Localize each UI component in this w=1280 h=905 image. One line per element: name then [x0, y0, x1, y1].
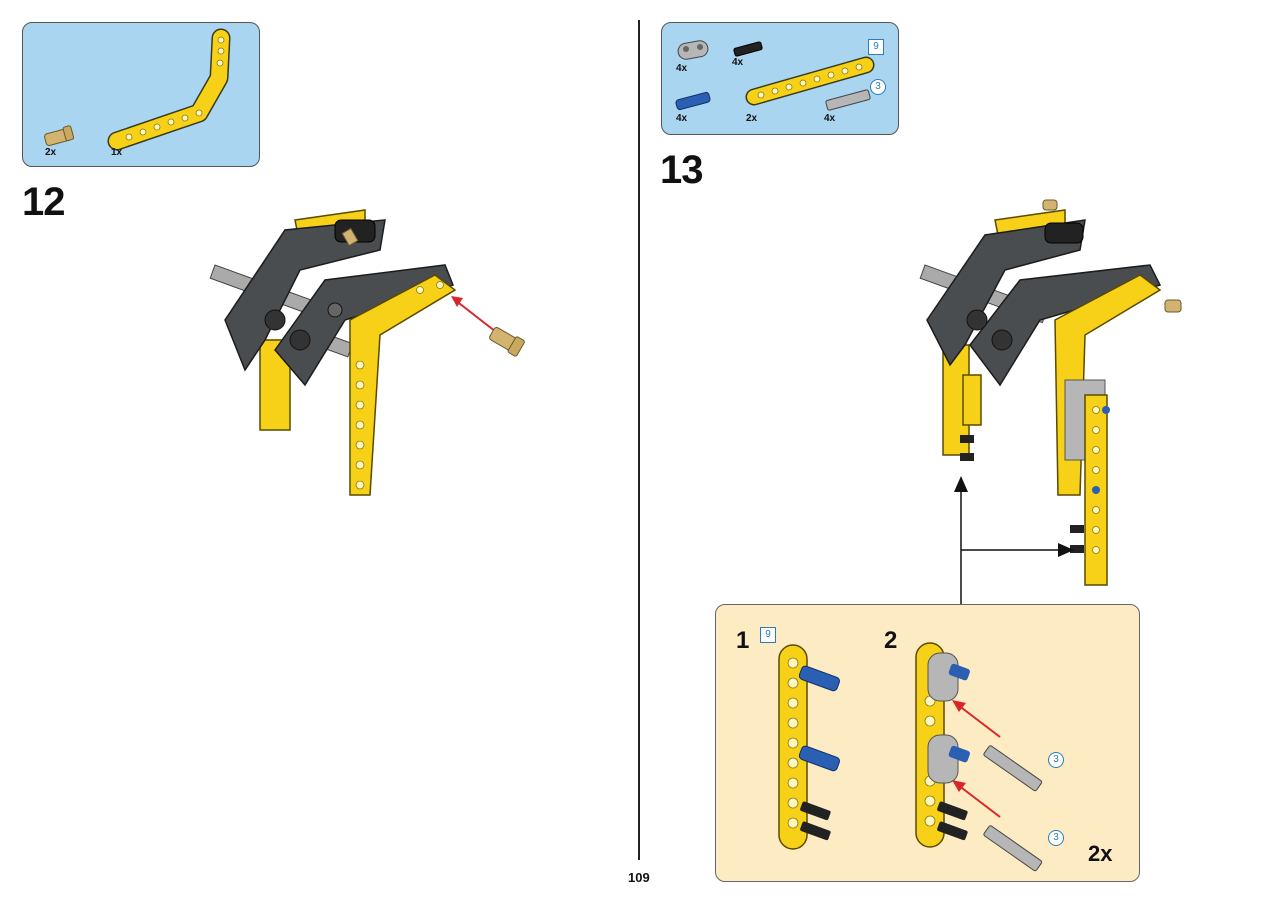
part-qty-black-pin: 4x [732, 57, 744, 68]
sub-assembly-box: 1 9 2 3 3 2x [715, 604, 1140, 882]
gray-axle-icon [825, 89, 871, 111]
sub-step-2-axle-callout-1: 3 [1048, 752, 1064, 768]
black-pin-icon [733, 41, 763, 57]
part-qty-axle: 4x [824, 113, 836, 124]
multiplier-label: 2x [1088, 841, 1113, 866]
sub-step-1-beam [778, 644, 840, 850]
part-qty-connector: 4x [676, 63, 688, 74]
part-qty-pin: 2x [45, 147, 57, 158]
step-number-13: 13 [660, 148, 703, 192]
gray-connector-icon [677, 40, 709, 60]
sub-step-1-length-callout: 9 [760, 627, 776, 643]
assembly-arrows [954, 476, 1074, 604]
part-qty-beam: 2x [746, 113, 758, 124]
page-number: 109 [628, 870, 650, 885]
step-number-12: 12 [22, 180, 65, 224]
sub-step-2-axle-callout-2: 3 [1048, 830, 1064, 846]
part-qty-blue-pin: 4x [676, 113, 688, 124]
sub-step-number-1: 1 [736, 627, 750, 654]
step-13-model [919, 199, 1182, 586]
part-qty-beam: 1x [111, 147, 123, 158]
page-divider [638, 20, 640, 860]
blue-pin-icon [675, 91, 711, 111]
yellow-beam-icon [745, 56, 875, 106]
bent-beam-icon [107, 28, 231, 151]
beam-length-callout: 9 [868, 39, 884, 55]
parts-list-box-step-13: 4x 4x 4x 2x 9 4x 3 [661, 22, 899, 135]
sub-step-number-2: 2 [884, 627, 898, 654]
axle-length-callout: 3 [870, 79, 886, 95]
tan-pin-icon [44, 125, 75, 146]
step-12-model [209, 209, 525, 496]
parts-list-box-step-12: 2x 1x [22, 22, 260, 167]
sub-step-2-beam [915, 642, 1043, 872]
